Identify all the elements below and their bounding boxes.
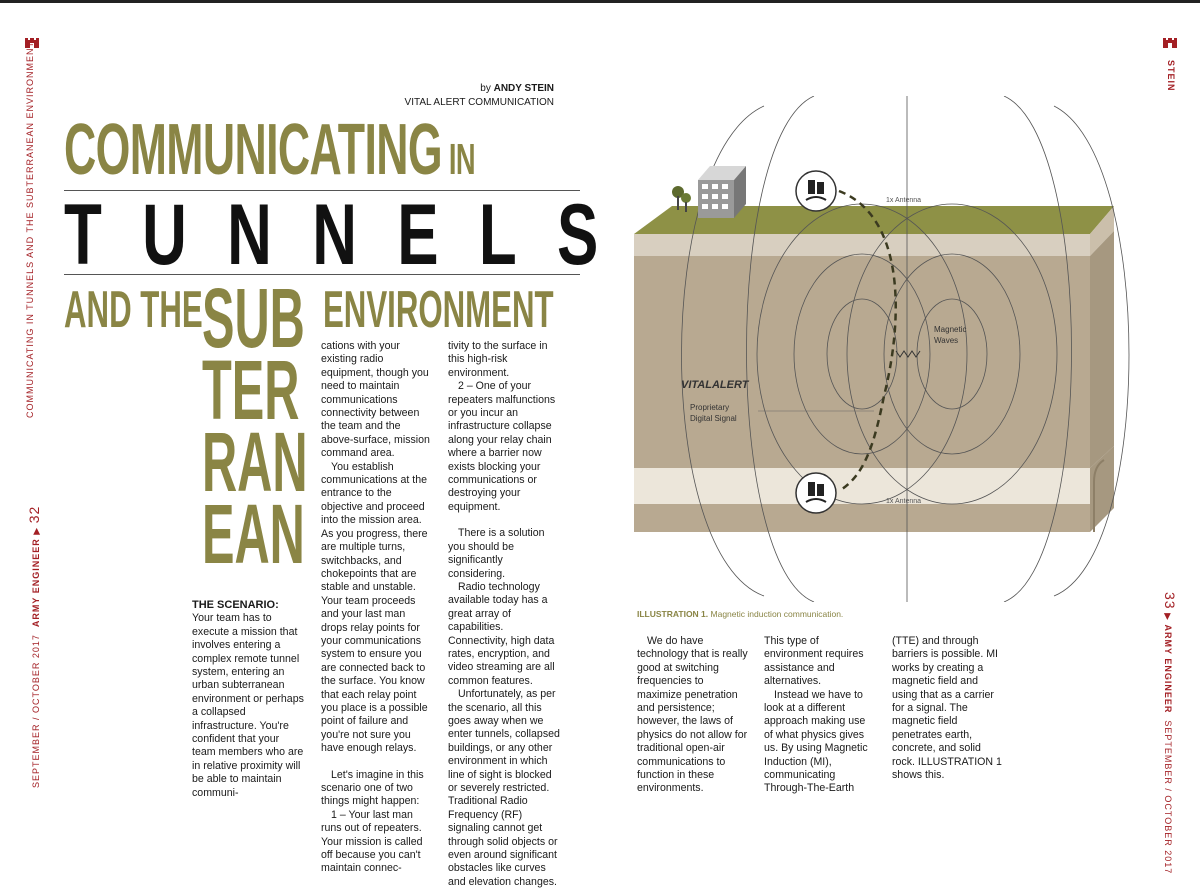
illustration-magnetic-induction: 1x Antenna 1x Antenna Magnetic Waves VIT… bbox=[634, 96, 1130, 602]
folio-date: SEPTEMBER / OCTOBER 2017 bbox=[31, 634, 41, 788]
title-environment: ENVIRONMENT bbox=[323, 281, 554, 339]
paragraph: We do have technology that is really goo… bbox=[637, 635, 748, 795]
title-rule-top bbox=[64, 190, 580, 191]
paragraph: This type of environment requires assist… bbox=[764, 635, 864, 688]
title-syllable: EAN bbox=[202, 487, 305, 581]
tunnel bbox=[634, 468, 1090, 504]
title-and-the: AND THE bbox=[64, 281, 203, 339]
byline: by ANDY STEIN VITAL ALERT COMMUNICATION bbox=[405, 82, 554, 110]
folio-right: 33 ▶ ARMY ENGINEER SEPTEMBER / OCTOBER 2… bbox=[1162, 592, 1178, 874]
label-antenna-top: 1x Antenna bbox=[886, 197, 921, 204]
title-communicating: COMMUNICATING bbox=[64, 110, 443, 190]
author-name: ANDY STEIN bbox=[493, 83, 554, 94]
grass-top bbox=[634, 206, 1114, 234]
radio-device-icon bbox=[795, 170, 837, 212]
paragraph: Instead we have to look at a different a… bbox=[764, 688, 868, 795]
page-number: 33 bbox=[1162, 592, 1178, 610]
paragraph: 2 – One of your repeaters malfunctions o… bbox=[448, 380, 556, 513]
article-column-5: This type of environment requires assist… bbox=[764, 635, 876, 796]
paragraph: There is a solution you should be signif… bbox=[448, 527, 545, 580]
title-syllable: TER bbox=[202, 343, 300, 437]
paragraph: 1 – Your last man runs out of repeaters.… bbox=[321, 808, 423, 875]
top-rule bbox=[0, 0, 1200, 3]
title-syllable: RAN bbox=[202, 415, 308, 509]
title-in: IN bbox=[441, 135, 476, 184]
paragraph: Let's imagine in this scenario one of tw… bbox=[321, 768, 424, 808]
title-syllable: SUB bbox=[202, 271, 305, 365]
radio-device-icon bbox=[795, 472, 837, 514]
paragraph: tivity to the surface in this high-risk … bbox=[448, 340, 548, 379]
running-head-right: STEIN bbox=[1166, 60, 1176, 92]
paragraph: Radio technology available today has a g… bbox=[448, 580, 555, 687]
title-rule-bottom bbox=[64, 274, 580, 275]
caption-text: Magnetic induction communication. bbox=[708, 609, 844, 619]
paragraph: cations with your existing radio equipme… bbox=[321, 340, 430, 460]
folio-arrow: ▶ bbox=[31, 526, 41, 535]
castle-icon bbox=[1163, 38, 1177, 48]
folio-date: SEPTEMBER / OCTOBER 2017 bbox=[1163, 720, 1173, 875]
byline-by: by bbox=[480, 83, 494, 94]
paragraph: Unfortunately, as per the scenario, all … bbox=[448, 688, 560, 888]
article-column-3: tivity to the surface in this high-risk … bbox=[448, 340, 560, 889]
paragraph: (TTE) and through barriers is possible. … bbox=[892, 635, 1002, 782]
vitalalert-logo: VITALALERT bbox=[681, 379, 750, 391]
label-magnetic: Magnetic bbox=[934, 325, 966, 334]
label-proprietary: Proprietary bbox=[690, 403, 729, 412]
title-tunnels: TUNNELS bbox=[64, 187, 639, 283]
author-org: VITAL ALERT COMMUNICATION bbox=[404, 97, 554, 108]
earth-block bbox=[634, 256, 1090, 468]
scenario-heading: THE SCENARIO: bbox=[192, 599, 279, 611]
folio-left: SEPTEMBER / OCTOBER 2017 ARMY ENGINEER ▶… bbox=[26, 506, 42, 788]
article-column-6: (TTE) and through barriers is possible. … bbox=[892, 635, 1004, 782]
folio-magazine: ARMY ENGINEER bbox=[1163, 624, 1173, 714]
folio-arrow: ▶ bbox=[1163, 613, 1173, 622]
caption-label: ILLUSTRATION 1. bbox=[637, 609, 709, 619]
article-column-2: cations with your existing radio equipme… bbox=[321, 340, 433, 876]
signal-path bbox=[838, 189, 897, 493]
title-line-1: COMMUNICATING IN bbox=[64, 110, 476, 198]
folio-magazine: ARMY ENGINEER bbox=[31, 538, 41, 628]
label-waves: Waves bbox=[934, 336, 958, 345]
page-number: 32 bbox=[26, 505, 42, 524]
label-digital-signal: Digital Signal bbox=[690, 414, 737, 423]
illustration-caption: ILLUSTRATION 1. Magnetic induction commu… bbox=[637, 609, 843, 619]
paragraph: Your team has to execute a mission that … bbox=[192, 612, 304, 799]
running-head-left: COMMUNICATING IN TUNNELS AND THE SUBTERR… bbox=[25, 40, 35, 418]
article-column-1: THE SCENARIO: Your team has to execute a… bbox=[192, 599, 304, 800]
label-antenna-bottom: 1x Antenna bbox=[886, 498, 921, 505]
paragraph: You establish communications at the entr… bbox=[321, 460, 428, 755]
castle-icon bbox=[25, 38, 39, 48]
article-column-4: We do have technology that is really goo… bbox=[637, 635, 751, 796]
gravel-layer bbox=[634, 234, 1090, 256]
title-subterranean: SUB TER RAN EAN bbox=[202, 271, 308, 581]
